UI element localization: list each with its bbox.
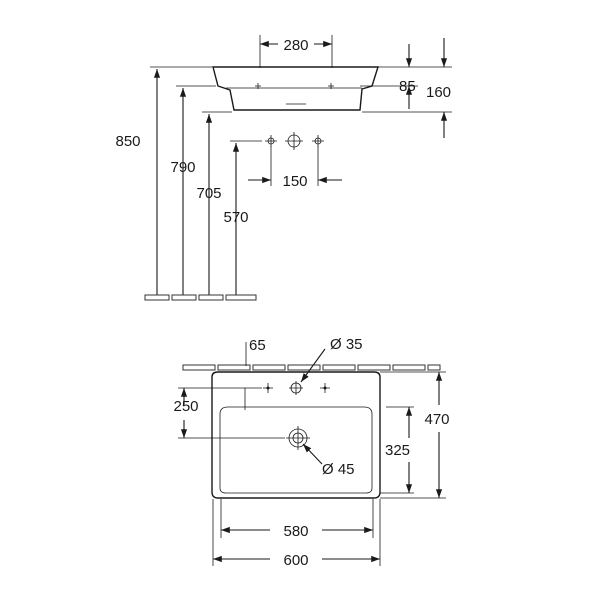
dim-label-150: 150 [282,173,307,190]
tap-right-icon [312,135,324,147]
side-tap-holes [255,83,334,89]
tap-hole-diameter-callout: Ø 35 [300,336,363,383]
dimension-250: 250 [173,387,285,439]
basin-top-outline [211,371,381,499]
dim-label-600: 600 [283,552,308,569]
top-tap-holes [263,381,330,395]
dim-label-280: 280 [283,37,308,54]
dimension-580: 580 [220,499,374,540]
dim-label-tap-diameter: Ø 35 [330,336,363,353]
dimension-470: 470 [380,371,450,499]
dimension-705: 705 [196,114,222,295]
dimension-280: 280 [259,35,333,68]
wall-hatch [182,364,441,371]
tap-left-icon [265,135,277,147]
dim-label-85: 85 [399,78,416,95]
dim-label-325: 325 [385,442,410,459]
dimension-160: 160 [362,38,452,138]
tap-spacing-symbols [265,132,324,150]
floor-hatch [144,294,257,301]
dim-label-65: 65 [249,337,266,354]
dim-label-drain-diameter: Ø 45 [322,461,355,478]
dim-label-470: 470 [424,411,449,428]
side-view: 280 85 160 850 790 [115,35,452,301]
dimension-570: 570 [223,143,249,295]
dim-label-790: 790 [170,159,195,176]
top-view: 65 Ø 35 250 470 [173,336,449,569]
basin-side-profile [212,66,379,111]
dimension-150: 150 [248,146,342,190]
dimension-65: 65 [245,337,266,366]
dimension-325: 325 [380,406,414,494]
dimension-600: 600 [212,499,381,569]
tap-hole-left-icon [263,383,273,393]
dim-label-250: 250 [173,398,198,415]
dim-label-850: 850 [115,133,140,150]
tap-hole-right-icon [320,383,330,393]
dimension-850: 850 [115,69,161,295]
dim-label-570: 570 [223,209,248,226]
dimension-85: 85 [360,44,418,109]
dimension-790: 790 [170,88,196,295]
dim-label-160: 160 [426,84,451,101]
tap-center-icon [285,132,303,150]
dim-label-580: 580 [283,523,308,540]
tap-hole-center-icon [289,381,303,395]
drain-diameter-callout: Ø 45 [302,443,355,478]
drain-icon [286,426,310,450]
dim-label-705: 705 [196,185,221,202]
